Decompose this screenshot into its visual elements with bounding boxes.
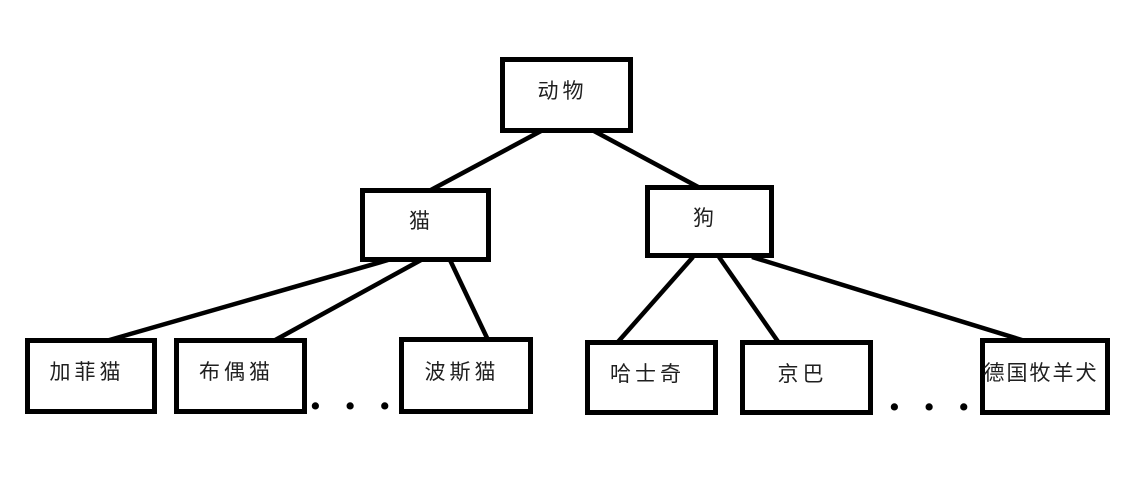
node-pekingese: 京巴 bbox=[740, 340, 873, 415]
node-ragdoll-cat: 布偶猫 bbox=[174, 338, 307, 414]
node-persian-cat: 波斯猫 bbox=[399, 337, 533, 414]
edge-cat-persian bbox=[447, 259, 491, 341]
edge-animal-dog bbox=[592, 129, 702, 190]
edge-animal-cat bbox=[427, 129, 543, 193]
node-dog: 狗 bbox=[645, 185, 774, 258]
dog-ellipsis-dots: • • • bbox=[887, 393, 978, 422]
edge-cat-ragdoll bbox=[266, 258, 423, 346]
edge-dog-german-shepherd bbox=[751, 254, 1026, 344]
node-german-shepherd: 德国牧羊犬 bbox=[980, 338, 1110, 415]
node-husky: 哈士奇 bbox=[585, 340, 718, 415]
edge-dog-husky bbox=[615, 255, 695, 345]
edge-cat-garfield bbox=[105, 257, 389, 344]
node-ragdoll-cat-label: 布偶猫 bbox=[199, 360, 274, 384]
node-animal-label: 动物 bbox=[537, 79, 588, 103]
node-cat: 猫 bbox=[360, 188, 491, 262]
node-animal: 动物 bbox=[500, 57, 633, 133]
node-persian-cat-label: 波斯猫 bbox=[424, 359, 500, 384]
node-german-shepherd-label: 德国牧羊犬 bbox=[983, 360, 1099, 385]
cat-ellipsis-dots: • • • bbox=[308, 392, 399, 421]
node-cat-label: 猫 bbox=[409, 209, 434, 233]
edge-dog-pekingese bbox=[717, 255, 781, 345]
node-garfield-cat: 加菲猫 bbox=[25, 338, 157, 414]
node-husky-label: 哈士奇 bbox=[610, 361, 685, 386]
node-pekingese-label: 京巴 bbox=[777, 361, 828, 386]
node-garfield-cat-label: 加菲猫 bbox=[49, 360, 125, 384]
node-dog-label: 狗 bbox=[693, 205, 718, 230]
